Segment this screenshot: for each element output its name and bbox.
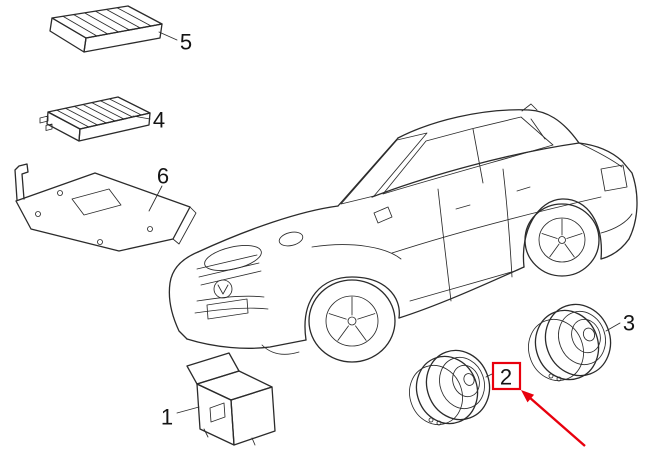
selection-highlight-box [491,361,522,391]
part-4-drawing [39,96,151,142]
rear-wheel [524,203,600,277]
leader-lines [132,31,621,414]
part-label-1[interactable]: 1 [161,405,173,430]
part-3-speaker-drawing [528,303,612,382]
part-1-drawing [186,352,276,446]
pointer-arrow-head [521,390,535,403]
part-5-drawing [49,5,163,53]
front-wheel [308,279,396,363]
part-label-4[interactable]: 4 [153,108,165,133]
pointer-arrow-line [528,396,586,447]
car-illustration [168,103,638,363]
part-label-3[interactable]: 3 [623,311,635,336]
part-2-speaker-drawing [409,349,491,426]
part-label-2[interactable]: 2 [500,365,512,390]
part-label-5[interactable]: 5 [180,30,192,55]
part-label-6[interactable]: 6 [157,164,169,189]
pointer-arrow [521,390,586,447]
part-6-drawing [14,163,197,252]
